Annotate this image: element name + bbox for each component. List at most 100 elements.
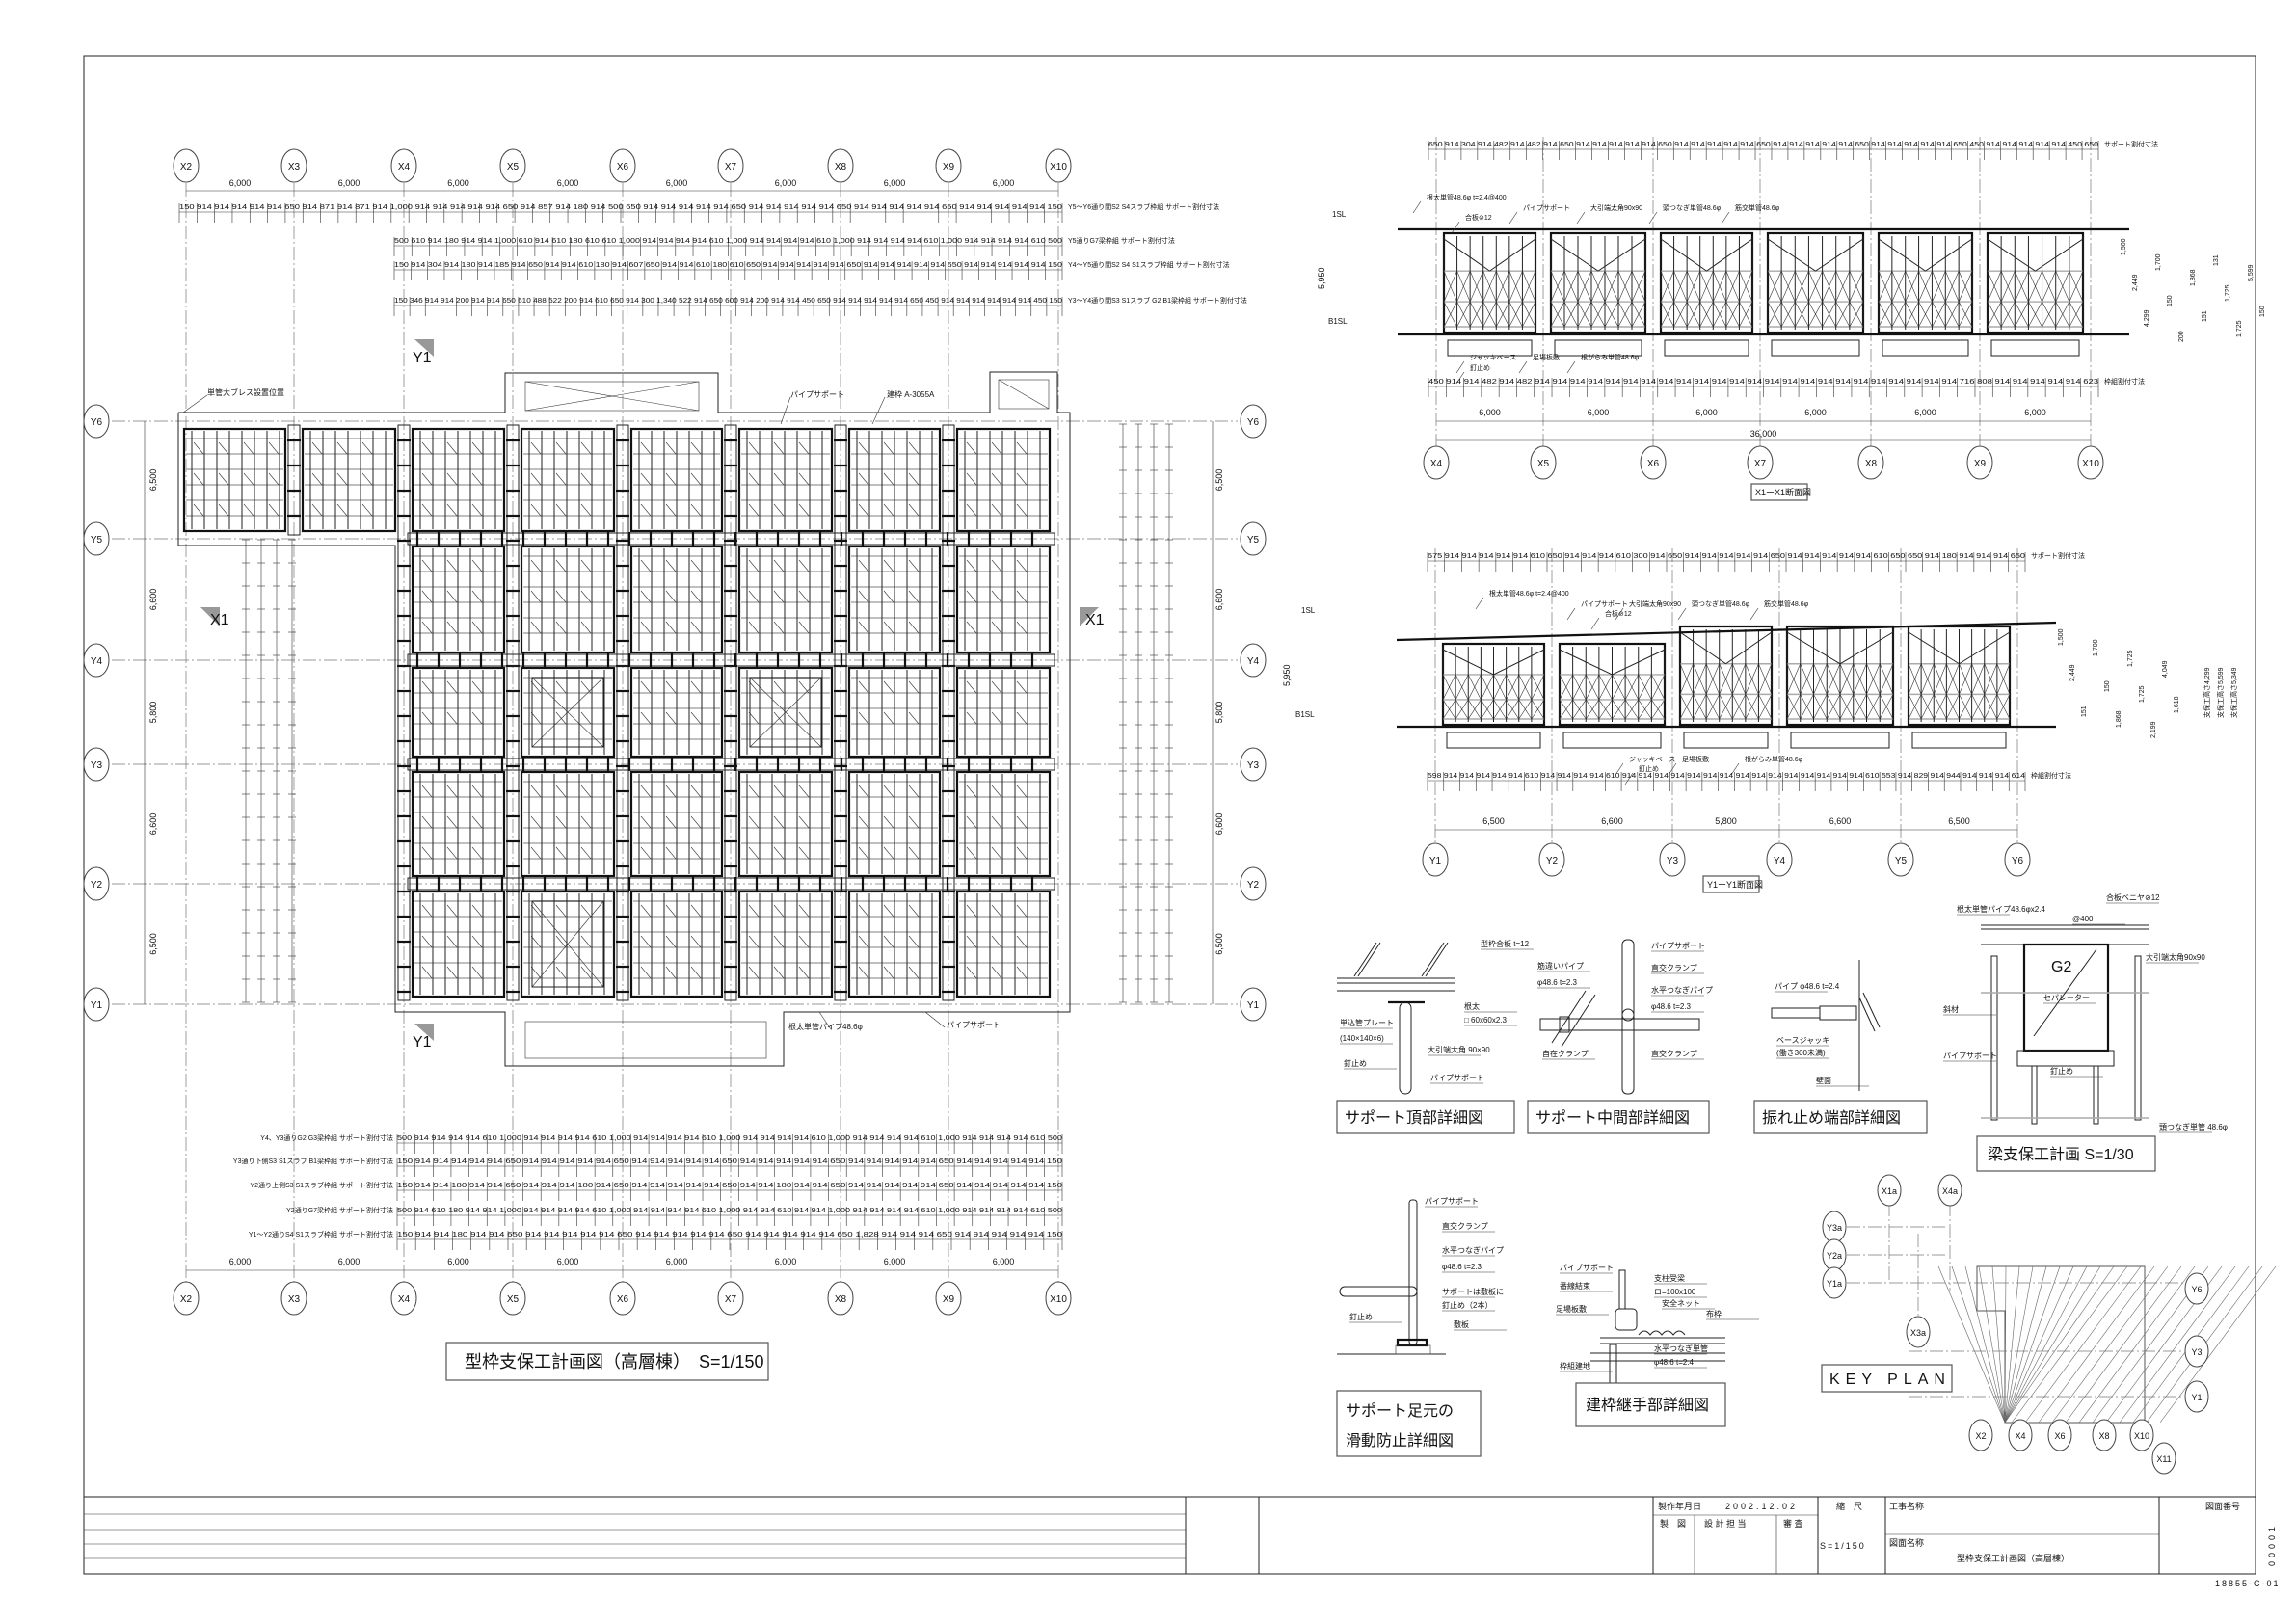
leader — [1412, 200, 1422, 214]
axis-x9 — [935, 148, 962, 183]
brace — [1932, 301, 1946, 328]
bay-frame — [301, 427, 397, 533]
detail-label: 水平つなぎパイプ — [1651, 985, 1713, 995]
detail-label: パイプサポート — [1430, 1074, 1484, 1082]
axis-x5 — [499, 148, 526, 183]
brace — [421, 904, 433, 918]
axis-x2-label: X2 — [180, 162, 193, 173]
dimension-caption: 枠組割付寸法 — [2031, 771, 2071, 780]
brace — [665, 904, 677, 918]
brace — [1651, 674, 1666, 701]
section-axis — [1857, 445, 1884, 480]
brace — [1442, 674, 1456, 701]
callout: 大引端太角90x90 — [1629, 599, 1681, 608]
detail-joint-title: 建枠継手部詳細図 — [1586, 1397, 1709, 1414]
height-dimension: 150 — [2104, 680, 2111, 692]
brace — [798, 590, 810, 603]
brace — [471, 935, 483, 948]
beam-strip — [506, 424, 520, 1001]
key-plan-mark — [1968, 1419, 1993, 1451]
hatch-line — [1978, 1265, 2006, 1424]
brace — [665, 966, 677, 979]
opening — [531, 677, 604, 748]
formwork-bay — [411, 545, 506, 654]
key-plan-mark-label: Y3 — [2191, 1347, 2202, 1357]
beam — [834, 424, 847, 1001]
height-dimension: 1,618 — [2174, 696, 2180, 713]
brace — [798, 441, 810, 455]
axis-x3 — [280, 1281, 307, 1316]
brace — [1016, 785, 1028, 798]
section-axis — [1422, 842, 1449, 877]
brace — [555, 815, 567, 829]
shoring-bay — [1907, 625, 2012, 749]
formwork-bay — [847, 890, 942, 998]
detail-label: 釘止め（2本） — [1442, 1300, 1492, 1310]
brace — [1016, 472, 1028, 486]
brace — [798, 815, 810, 829]
height-dimension: 2,449 — [2132, 274, 2139, 291]
leader — [780, 396, 791, 425]
bay-frame — [847, 770, 942, 878]
brace — [1705, 663, 1720, 695]
top-brace — [1878, 238, 1926, 272]
brace — [1946, 663, 1960, 695]
axis-x7-label: X7 — [725, 1294, 737, 1305]
brace — [471, 472, 483, 486]
detail-label: 安全ネット — [1662, 1298, 1700, 1308]
brace — [1800, 663, 1814, 695]
hatch-line — [1951, 1265, 2006, 1424]
callout: 合板⊘12 — [1605, 609, 1632, 618]
brace — [858, 904, 869, 918]
brace — [1758, 694, 1773, 720]
brace — [1577, 271, 1592, 303]
section-axis-label: Y2 — [1546, 856, 1559, 866]
x-span: 6,000 — [884, 178, 906, 188]
formwork-bay — [411, 770, 506, 878]
brace — [1699, 271, 1714, 303]
brace — [1604, 301, 1619, 328]
height-total: 5,950 — [1282, 664, 1292, 686]
x-span: 6,000 — [666, 178, 688, 188]
brace — [1866, 663, 1881, 695]
sheet-frame — [83, 55, 2256, 1575]
callout: パイプサポート — [1523, 204, 1570, 212]
brace — [421, 680, 433, 694]
shoring-bay — [1549, 231, 1647, 357]
axis-x2-label: X2 — [180, 1294, 193, 1305]
callout-frame: 建枠 A-3055A — [887, 389, 935, 399]
beam — [724, 424, 737, 1001]
brace — [858, 935, 869, 948]
brace — [665, 441, 677, 455]
level-b1sl: B1SL — [1328, 317, 1348, 326]
brace — [883, 815, 894, 829]
brace — [1984, 663, 1998, 695]
brace — [1550, 301, 1565, 328]
brace — [748, 711, 760, 725]
x-span: 6,000 — [666, 1257, 688, 1266]
leader — [1677, 607, 1687, 621]
brace — [991, 785, 1002, 798]
x-span: 6,000 — [338, 1257, 360, 1266]
formwork-bay — [629, 427, 724, 533]
detail-label: 直交クランプ — [1442, 1221, 1488, 1231]
brace — [1908, 663, 1922, 695]
footing — [1911, 732, 2007, 749]
formwork-bay — [301, 427, 397, 533]
brace — [1822, 301, 1836, 328]
height-note: 支保工高さ5,599 — [2216, 667, 2225, 718]
review-label: 審 査 — [1783, 1518, 1803, 1529]
brace — [193, 472, 204, 486]
key-plan-mark-label: Y3a — [1827, 1223, 1842, 1233]
top-brace — [1443, 238, 1490, 272]
footing — [1771, 339, 1860, 357]
detail-label: 布枠 — [1706, 1309, 1722, 1318]
brace — [471, 785, 483, 798]
formwork-bay — [629, 890, 724, 998]
level-1sl: 1SL — [1301, 606, 1316, 615]
brace — [966, 559, 977, 572]
brace — [640, 935, 652, 948]
dimension-values: 150 914 914 914 914 914 650 914 914 914 … — [397, 1158, 1062, 1165]
brace — [1879, 694, 1894, 720]
brace — [1016, 904, 1028, 918]
